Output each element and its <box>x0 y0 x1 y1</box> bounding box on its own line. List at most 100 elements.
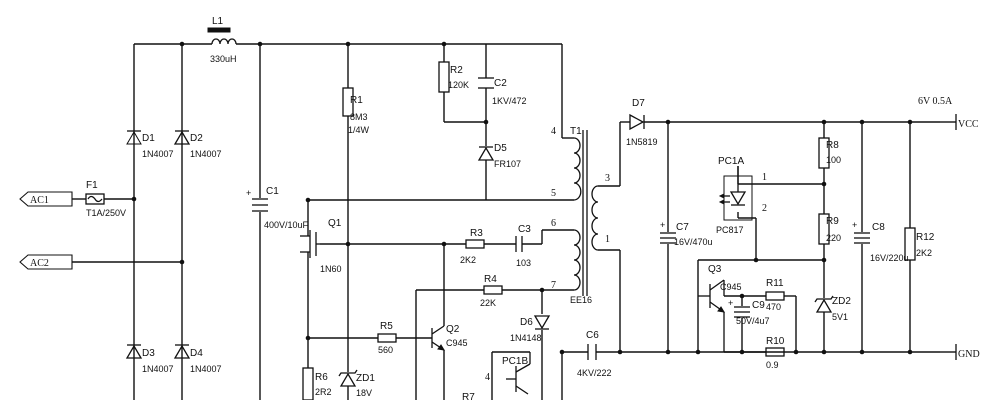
port-ac2: AC2 <box>19 254 73 270</box>
c9-value: 50V/4u7 <box>736 316 770 326</box>
zd2-value: 5V1 <box>832 312 848 322</box>
diode-d1: D1 1N4007 <box>126 130 174 159</box>
t1-pin6: 6 <box>551 218 556 229</box>
pc1a-ref: PC1A <box>718 156 744 167</box>
l1-value: 330uH <box>210 54 237 64</box>
capacitor-c8: + C8 16V/220u <box>852 220 909 263</box>
gnd-label: GND <box>958 349 980 360</box>
q1-ref: Q1 <box>328 218 342 229</box>
r12-value: 2K2 <box>916 248 932 258</box>
port-gnd: GND <box>940 344 980 360</box>
svg-text:+: + <box>246 188 251 198</box>
r4-ref: R4 <box>484 274 497 285</box>
capacitor-c9: + C9 50V/4u7 <box>728 298 770 326</box>
r9-value: 220 <box>826 233 841 243</box>
pc1a-pin2: 2 <box>762 203 767 214</box>
t1-pin1: 1 <box>605 234 610 245</box>
fuse-f1: F1 T1A/250V <box>85 180 126 218</box>
c1-ref: C1 <box>266 186 279 197</box>
zener-zd2: ZD2 5V1 <box>814 295 851 322</box>
r3-value: 2K2 <box>460 255 476 265</box>
port-vcc: VCC 6V 0.5A <box>918 96 979 130</box>
t1-pin3: 3 <box>605 173 610 184</box>
pc1a-value: PC817 <box>716 225 744 235</box>
svg-text:+: + <box>852 220 857 230</box>
diode-d4: D4 1N4007 <box>173 344 222 374</box>
zener-zd1: ZD1 18V <box>338 369 375 400</box>
r8-value: 100 <box>826 155 841 165</box>
mosfet-q1: Q1 1N60 <box>300 218 342 274</box>
d4-ref: D4 <box>190 348 203 359</box>
resistor-r8: R8 100 <box>818 137 841 169</box>
c2-value: 1KV/472 <box>492 96 527 106</box>
d5-value: FR107 <box>494 159 521 169</box>
r1-power: 1/4W <box>348 125 370 135</box>
vcc-label: VCC <box>958 119 979 130</box>
c3-ref: C3 <box>518 224 531 235</box>
diode-d6: D6 1N4148 <box>510 315 551 343</box>
c2-ref: C2 <box>494 78 507 89</box>
r4-value: 22K <box>480 298 496 308</box>
q2-ref: Q2 <box>446 324 460 335</box>
c8-value: 16V/220u <box>870 253 909 263</box>
c7-ref: C7 <box>676 222 689 233</box>
d3-value: 1N4007 <box>142 364 174 374</box>
zd2-ref: ZD2 <box>832 296 851 307</box>
svg-text:+: + <box>728 298 733 308</box>
t1-ref: T1 <box>570 126 582 137</box>
r11-value: 470 <box>766 302 781 312</box>
port-ac2-label: AC2 <box>30 258 49 269</box>
t1-pin4: 4 <box>551 126 556 137</box>
resistor-r5: R5 560 <box>377 321 397 355</box>
t1-pin5: 5 <box>551 188 556 199</box>
diode-d2: D2 1N4007 <box>173 130 222 159</box>
capacitor-c2: C2 1KV/472 <box>478 77 527 106</box>
r9-ref: R9 <box>826 216 839 227</box>
q1-value: 1N60 <box>320 264 342 274</box>
transformer-t1: T1 EE16 4 5 6 7 3 1 <box>551 126 610 305</box>
r12-ref: R12 <box>916 232 935 243</box>
capacitor-c3: C3 103 <box>515 224 531 268</box>
r3-ref: R3 <box>470 228 483 239</box>
r2-ref: R2 <box>450 65 463 76</box>
diode-d5: D5 FR107 <box>477 143 521 169</box>
capacitor-c1: + C1 400V/10uF <box>246 186 309 230</box>
d2-ref: D2 <box>190 133 203 144</box>
svg-text:+: + <box>660 220 665 230</box>
d1-value: 1N4007 <box>142 149 174 159</box>
c9-ref: C9 <box>752 300 765 311</box>
r2-value: 120K <box>448 80 469 90</box>
q2-value: C945 <box>446 338 468 348</box>
r6-ref: R6 <box>315 372 328 383</box>
d1-ref: D1 <box>142 133 155 144</box>
q3-ref: Q3 <box>708 264 722 275</box>
transistor-q2: Q2 C945 <box>431 324 468 351</box>
r1-value: 8M3 <box>350 112 368 122</box>
resistor-r2: R2 120K <box>438 61 469 93</box>
capacitor-c6: C6 4KV/222 <box>577 330 612 378</box>
port-ac1: AC1 <box>19 191 73 207</box>
r10-ref: R10 <box>766 336 785 347</box>
c6-value: 4KV/222 <box>577 368 612 378</box>
resistor-r11: R11 470 <box>765 278 785 312</box>
r5-ref: R5 <box>380 321 393 332</box>
primary-wiring <box>307 44 940 400</box>
optocoupler-pc1a: PC1A PC817 1 2 <box>716 156 767 235</box>
d3-ref: D3 <box>142 348 155 359</box>
diode-d3: D3 1N4007 <box>125 344 174 374</box>
resistor-r3: R3 2K2 <box>460 228 485 265</box>
t1-value: EE16 <box>570 295 592 305</box>
input-wiring <box>72 43 562 400</box>
resistor-r9: R9 220 <box>818 213 841 245</box>
d7-ref: D7 <box>632 98 645 109</box>
resistor-r4: R4 22K <box>480 274 503 308</box>
c7-value: 16V/470u <box>674 237 713 247</box>
capacitor-c7: + C7 16V/470u <box>660 220 713 247</box>
r8-ref: R8 <box>826 140 839 151</box>
c1-value: 400V/10uF <box>264 220 309 230</box>
pc1b-pin4: 4 <box>485 372 490 383</box>
c8-ref: C8 <box>872 222 885 233</box>
q3-value: C945 <box>720 282 742 292</box>
l1-ref: L1 <box>212 16 224 27</box>
